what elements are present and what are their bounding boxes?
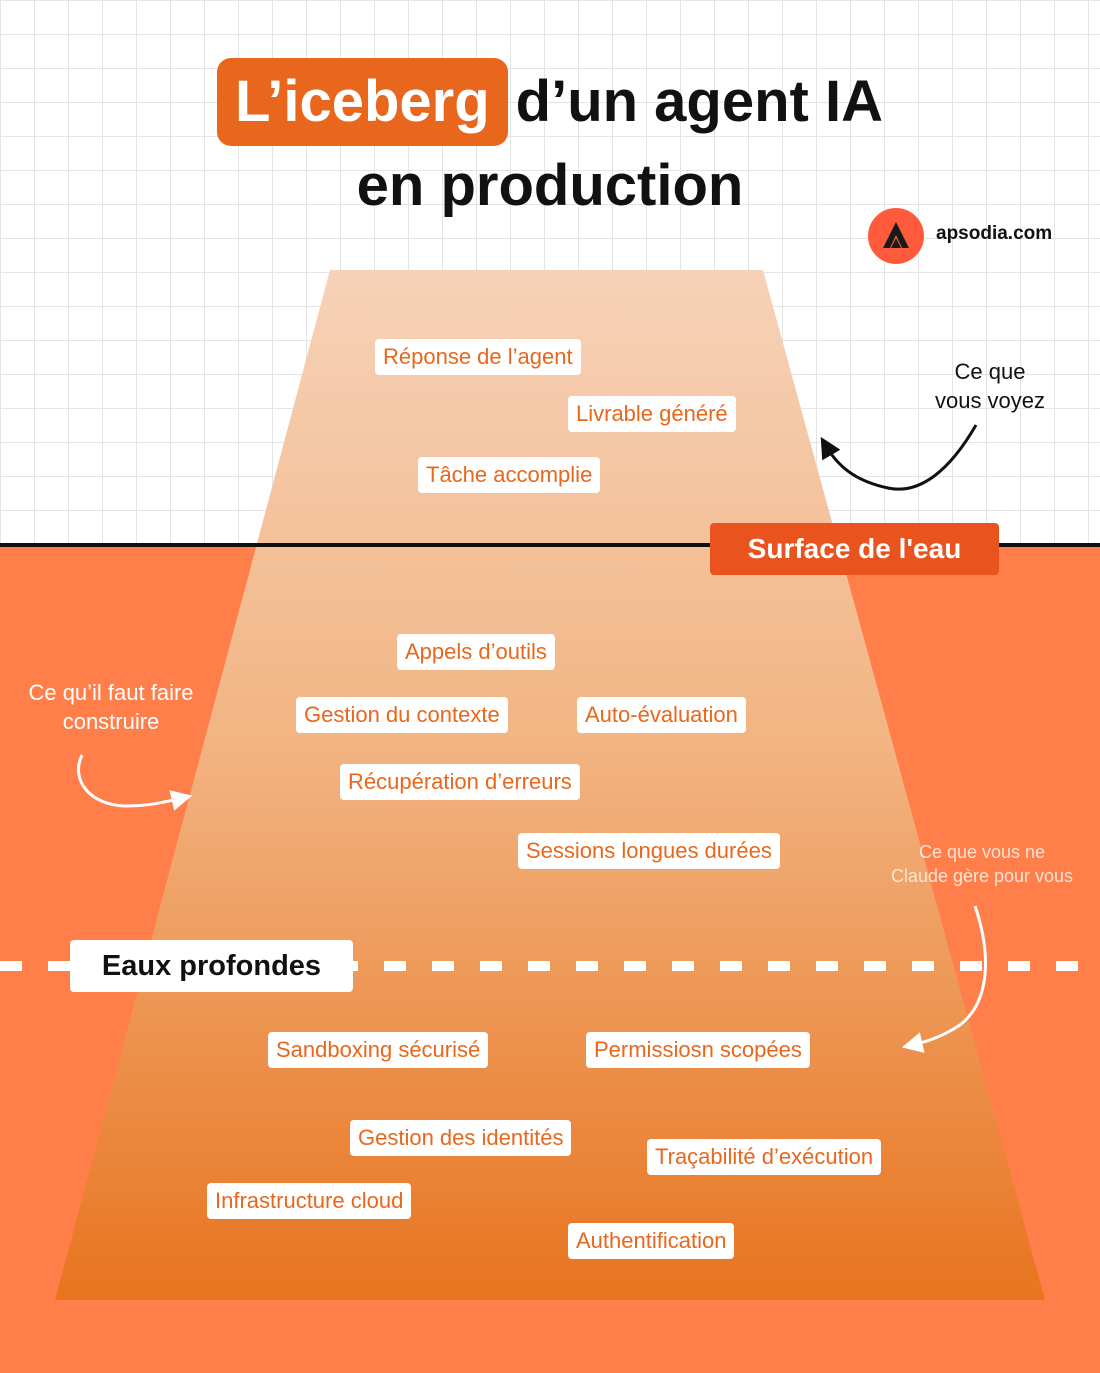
item-chip: Gestion du contexte bbox=[296, 697, 508, 733]
item-chip: Réponse de l’agent bbox=[375, 339, 581, 375]
item-chip: Livrable généré bbox=[568, 396, 736, 432]
item-chip: Auto-évaluation bbox=[577, 697, 746, 733]
surface-label: Surface de l'eau bbox=[710, 523, 999, 575]
note-what-to-build: Ce qu’il faut faire construire bbox=[6, 678, 216, 736]
item-chip: Authentification bbox=[568, 1223, 735, 1259]
note-line: Ce que bbox=[954, 359, 1026, 384]
title-line-2: en production bbox=[356, 153, 744, 218]
note-claude-handles: Ce que vous ne Claude gère pour vous bbox=[866, 840, 1098, 888]
note-line: vous voyez bbox=[934, 388, 1046, 413]
apsodia-logo-icon bbox=[868, 208, 924, 264]
note-what-you-see: Ce que vous voyez bbox=[920, 357, 1060, 415]
note-line: Ce que vous ne bbox=[918, 842, 1046, 862]
item-chip: Sessions longues durées bbox=[518, 833, 780, 869]
curved-arrow-icon bbox=[820, 424, 978, 491]
item-chip: Traçabilité d’exécution bbox=[647, 1139, 882, 1175]
curved-arrow-icon bbox=[901, 905, 987, 1053]
note-line: Claude gère pour vous bbox=[890, 866, 1074, 886]
title-highlight: L’iceberg bbox=[217, 58, 508, 146]
item-chip: Gestion des identités bbox=[350, 1120, 572, 1156]
water-surface-line bbox=[0, 543, 1100, 547]
deep-water-label: Eaux profondes bbox=[70, 940, 353, 992]
item-chip: Tâche accomplie bbox=[418, 457, 601, 493]
item-chip: Sandboxing sécurisé bbox=[268, 1032, 489, 1068]
site-url: apsodia.com bbox=[936, 223, 1053, 244]
note-line: construire bbox=[62, 709, 160, 734]
title-rest: d’un agent IA bbox=[515, 69, 883, 134]
note-line: Ce qu’il faut faire bbox=[28, 680, 194, 705]
item-chip: Permissiosn scopées bbox=[586, 1032, 810, 1068]
item-chip: Infrastructure cloud bbox=[207, 1183, 412, 1219]
item-chip: Récupération d’erreurs bbox=[340, 764, 580, 800]
curved-arrow-icon bbox=[77, 754, 193, 811]
item-chip: Appels d’outils bbox=[397, 634, 555, 670]
